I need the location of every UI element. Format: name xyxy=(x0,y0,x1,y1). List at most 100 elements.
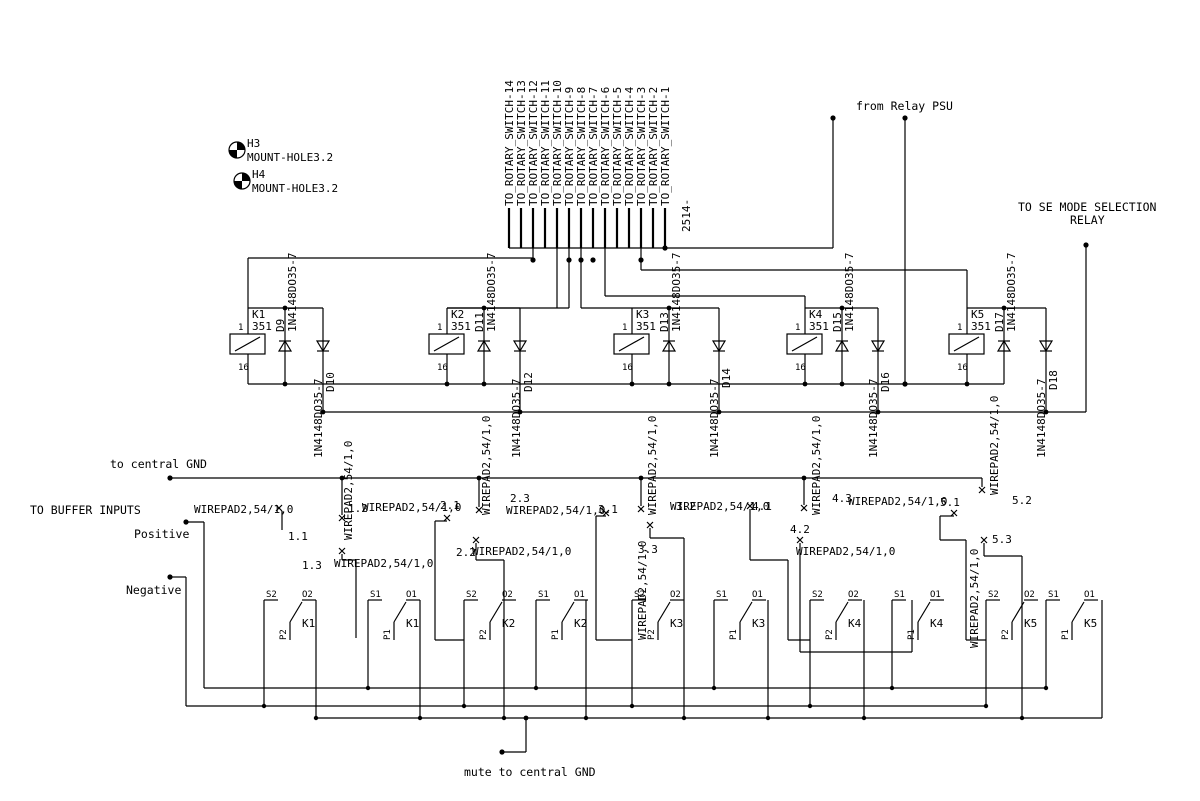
header-label-12: TO_ROTARY_SWITCH-12 xyxy=(527,80,540,206)
d12-ref: D12 xyxy=(522,372,535,392)
diode-d16 xyxy=(870,340,886,353)
header-label-10: TO_ROTARY_SWITCH-10 xyxy=(551,80,564,206)
contact-ref-label: K1 xyxy=(302,617,315,630)
header-label-9: TO_ROTARY_SWITCH-9 xyxy=(563,87,576,206)
contact-s-label: S2 xyxy=(988,590,999,600)
d15-ref: D15 xyxy=(831,312,844,332)
d11-ref: D11 xyxy=(473,312,486,332)
positive-label: Positive xyxy=(134,527,189,541)
header-label-1: TO_ROTARY_SWITCH-1 xyxy=(659,87,672,206)
svg-text:1.3: 1.3 xyxy=(302,559,322,572)
contact-s-label: S2 xyxy=(266,590,277,600)
svg-text:3.2: 3.2 xyxy=(676,500,696,513)
header-label-14: TO_ROTARY_SWITCH-14 xyxy=(503,80,516,206)
contact-p-label: P1 xyxy=(551,629,561,640)
h3-ref: H3 xyxy=(247,137,260,150)
mute-gnd-label: mute to central GND xyxy=(464,765,596,779)
k1-pin16: 16 xyxy=(238,363,249,373)
mount-hole-h4: H4 MOUNT-HOLE3.2 xyxy=(233,168,338,195)
header-part-label: 2514- xyxy=(680,199,693,232)
svg-text:4.1: 4.1 xyxy=(752,500,772,513)
pad-2-3: WIREPAD2,54/1,0 2.3 xyxy=(475,416,530,515)
k4-pin16: 16 xyxy=(795,363,806,373)
d17-value: 1N4148DO35-7 xyxy=(1005,253,1018,332)
pad-3-1: WIREPAD2,54/1,0 3.1 xyxy=(506,503,618,517)
d14-ref: D14 xyxy=(720,368,733,388)
svg-text:WIREPAD2,54/1,0: WIREPAD2,54/1,0 xyxy=(636,541,649,640)
rotary-switch-header: TO_ROTARY_SWITCH-14 TO_ROTARY_SWITCH-13 … xyxy=(503,80,693,248)
contact-ref-label: K4 xyxy=(848,617,862,630)
d18-ref: D18 xyxy=(1047,370,1060,390)
d9-value: 1N4148DO35-7 xyxy=(286,253,299,332)
k5-ref: K5 xyxy=(971,308,984,321)
svg-text:WIREPAD2,54/1,0: WIREPAD2,54/1,0 xyxy=(472,545,571,558)
relay-coil-k3: K3 351 1 16 D13 1N4148DO35-7 D14 1N4148D… xyxy=(613,253,733,458)
pad-5-3: WIREPAD2,54/1,0 5.3 xyxy=(968,533,1012,648)
diode-d12 xyxy=(512,340,528,353)
contact-ref-label: K2 xyxy=(574,617,587,630)
k1-value: 351 xyxy=(252,320,272,333)
header-label-13: TO_ROTARY_SWITCH-13 xyxy=(515,80,528,206)
header-label-6: TO_ROTARY_SWITCH-6 xyxy=(599,87,612,206)
svg-text:WIREPAD2,54/1,0: WIREPAD2,54/1,0 xyxy=(670,500,769,513)
svg-text:5.3: 5.3 xyxy=(992,533,1012,546)
relay-psu-label: from Relay PSU xyxy=(856,99,953,113)
k3-pin1: 1 xyxy=(622,323,627,333)
svg-text:4.2: 4.2 xyxy=(790,523,810,536)
k1-pin1: 1 xyxy=(238,323,243,333)
contact-p-label: P2 xyxy=(647,629,657,640)
k3-ref: K3 xyxy=(636,308,649,321)
pad-3-3: WIREPAD2,54/1,0 3.3 xyxy=(636,521,658,640)
svg-text:5.1: 5.1 xyxy=(940,496,960,509)
svg-text:WIREPAD2,54/1,0: WIREPAD2,54/1,0 xyxy=(810,416,823,515)
h3-value: MOUNT-HOLE3.2 xyxy=(247,151,333,164)
contact-o-label: O2 xyxy=(302,590,313,600)
pad-1-3: WIREPAD2,54/1,0 1.3 xyxy=(302,547,433,572)
contact-p-label: P2 xyxy=(1001,629,1011,640)
contact-o-label: O1 xyxy=(752,590,763,600)
contact-s-label: S1 xyxy=(538,590,549,600)
header-label-7: TO_ROTARY_SWITCH-7 xyxy=(587,87,600,206)
svg-text:WIREPAD2,54/1,0: WIREPAD2,54/1,0 xyxy=(506,504,605,517)
k4-ref: K4 xyxy=(809,308,823,321)
diode-d18 xyxy=(1038,340,1054,353)
k4-pin1: 1 xyxy=(795,323,800,333)
contact-o-label: O2 xyxy=(1024,590,1035,600)
contact-p-label: P1 xyxy=(907,629,917,640)
k4-value: 351 xyxy=(809,320,829,333)
svg-text:2.1: 2.1 xyxy=(440,499,460,512)
svg-text:WIREPAD2,54/1,0: WIREPAD2,54/1,0 xyxy=(796,545,895,558)
svg-text:WIREPAD2,54/1,0: WIREPAD2,54/1,0 xyxy=(362,501,461,514)
pad-2-2: WIREPAD2,54/1,0 2.2 xyxy=(456,536,571,559)
pad-1-2: WIREPAD2,54/1,0 1.2 xyxy=(338,441,368,540)
contact-o-label: O1 xyxy=(1084,590,1095,600)
se-mode-terminal xyxy=(1083,242,1089,248)
contact-ref-label: K5 xyxy=(1024,617,1037,630)
d17-ref: D17 xyxy=(993,312,1006,332)
relay-coil-k4: K4 351 1 16 D15 1N4148DO35-7 D16 1N4148D… xyxy=(786,253,892,458)
contact-ref-label: K3 xyxy=(670,617,683,630)
relay-psu-terminal xyxy=(830,115,836,121)
pad-2-1: WIREPAD2,54/1,0 2.1 xyxy=(362,499,461,522)
svg-text:WIREPAD2,54/1,0: WIREPAD2,54/1,0 xyxy=(968,549,981,648)
wire-pads: WIREPAD2,54/1,0 1.1 WIREPAD2,54/1,0 1.2 … xyxy=(194,396,1032,648)
svg-text:WIREPAD2,54/1,0: WIREPAD2,54/1,0 xyxy=(988,396,1001,495)
pad-5-1: WIREPAD2,54/1,0 5.1 xyxy=(848,495,960,517)
contact-s-label: S2 xyxy=(466,590,477,600)
contact-p-label: P1 xyxy=(1061,629,1071,640)
contact-wiring xyxy=(261,509,1103,721)
contact-o-label: O1 xyxy=(574,590,585,600)
pad-5-2: WIREPAD2,54/1,0 5.2 xyxy=(978,396,1032,507)
k5-value: 351 xyxy=(971,320,991,333)
k5-pin16: 16 xyxy=(957,363,968,373)
se-mode-label-2: RELAY xyxy=(1070,213,1105,227)
svg-text:WIREPAD2,54/1,0: WIREPAD2,54/1,0 xyxy=(194,503,293,516)
central-gnd-label: to central GND xyxy=(110,457,207,471)
svg-text:3.3: 3.3 xyxy=(638,543,658,556)
